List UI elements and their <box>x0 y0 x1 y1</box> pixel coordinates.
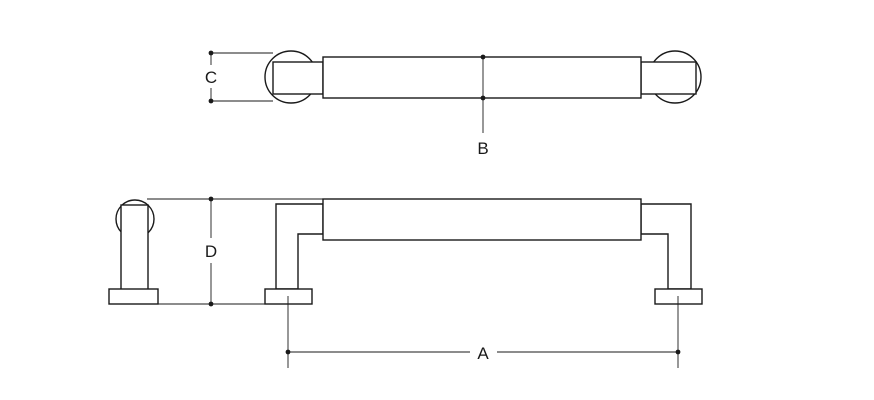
dimension-a-label: A <box>477 344 489 363</box>
top-right-stem <box>640 61 697 95</box>
dimension-d-dot-top <box>208 196 214 202</box>
front-left-base <box>264 288 313 305</box>
dimension-a-dot-right <box>675 349 681 355</box>
dimension-c-label: C <box>205 68 217 87</box>
dimension-d-label: D <box>205 242 217 261</box>
dimension-d-dot-bottom <box>208 301 214 307</box>
dimension-b-dot-top <box>480 54 486 60</box>
front-view: D A <box>147 196 703 368</box>
end-profile-view <box>108 199 159 305</box>
top-main-bar <box>322 56 642 99</box>
top-left-stem <box>272 61 324 95</box>
profile-post <box>120 204 149 291</box>
dimension-a-dot-left <box>285 349 291 355</box>
dimension-c-dot-bottom <box>208 98 214 104</box>
dimension-b-label: B <box>477 139 488 158</box>
profile-base <box>108 288 159 305</box>
front-main-bar <box>322 198 642 241</box>
front-right-leg <box>640 203 692 290</box>
top-view: B C <box>205 50 702 158</box>
dimension-c-dot-top <box>208 50 214 56</box>
dimension-b-dot-bottom <box>480 95 486 101</box>
front-right-base <box>654 288 703 305</box>
front-left-leg <box>275 203 324 290</box>
